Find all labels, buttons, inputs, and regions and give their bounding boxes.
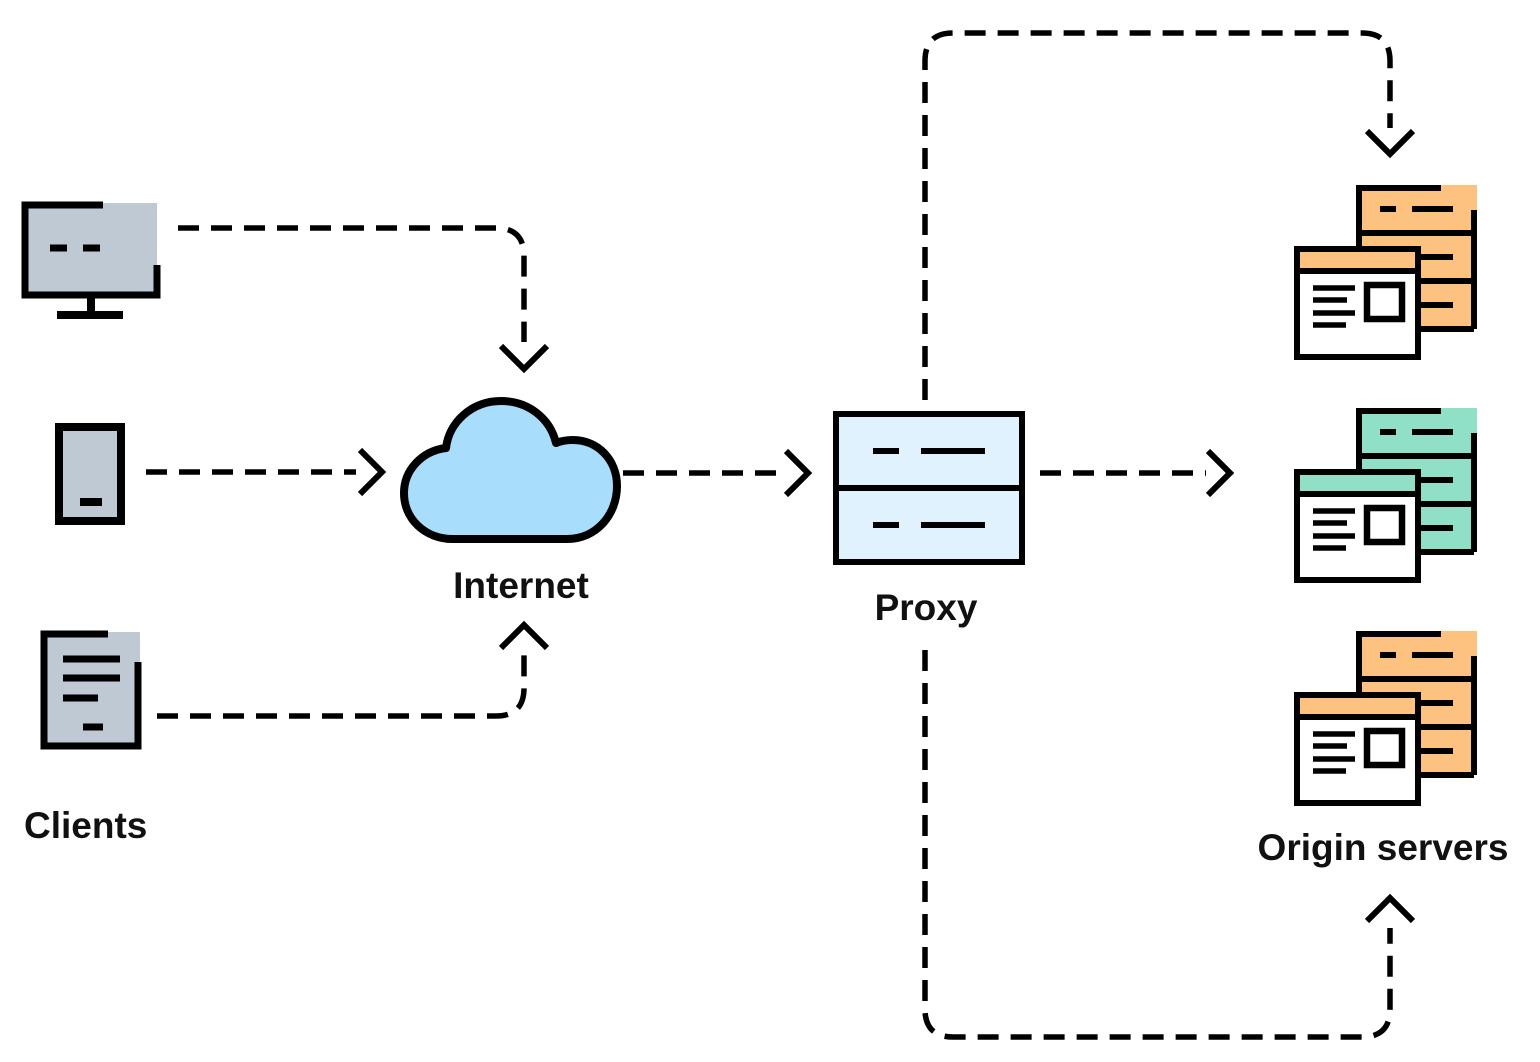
browser-title-bar	[1300, 698, 1415, 716]
tablet-icon	[55, 423, 125, 525]
arrow-internet-to-proxy	[623, 448, 813, 498]
origin-servers-icon-green-middle	[1294, 408, 1477, 583]
clients-label: Clients	[24, 805, 148, 846]
client-desktop	[20, 200, 162, 322]
origin-server-group-middle	[1293, 406, 1479, 584]
server-stack-dashes	[1380, 429, 1453, 531]
arrow-document-to-internet	[157, 620, 550, 719]
document-border	[40, 630, 142, 750]
server-stack-border	[1356, 408, 1477, 555]
browser-title-bar	[1300, 475, 1415, 493]
proxy-server-icon	[833, 411, 1025, 565]
browser-text-lines	[1313, 508, 1355, 551]
proxy-label: Proxy	[874, 587, 978, 628]
desktop-stand	[57, 295, 123, 319]
arrow-tablet-to-internet	[146, 447, 387, 497]
browser-image-box	[1363, 504, 1406, 546]
server-stack-border	[1356, 631, 1477, 778]
arrow-proxy-to-origin-bottom	[922, 650, 1416, 1040]
browser-title-bar	[1300, 252, 1415, 270]
document-icon	[40, 630, 142, 750]
browser-image-box	[1363, 281, 1406, 323]
client-document	[37, 627, 145, 751]
origin-servers-label: Origin servers	[1257, 827, 1509, 868]
cloud-icon	[400, 397, 621, 543]
origin-servers-icon-orange-bottom	[1294, 631, 1477, 806]
browser-image-box	[1363, 727, 1406, 769]
internet-label: Internet	[453, 565, 589, 606]
server-stack-border	[1356, 185, 1477, 332]
arrow-proxy-to-origin-top	[922, 30, 1416, 400]
client-tablet	[53, 421, 129, 529]
origin-servers-icon-orange-top	[1294, 185, 1477, 360]
browser-text-lines	[1313, 285, 1355, 328]
desktop-screen-border	[21, 201, 161, 299]
internet-node	[397, 388, 625, 552]
cloud-shape	[400, 397, 621, 543]
tablet-body	[55, 423, 125, 525]
browser-text-lines	[1313, 731, 1355, 774]
desktop-computer-icon	[21, 201, 161, 319]
proxy-server-unit-bottom	[833, 485, 1025, 565]
origin-server-group-top	[1293, 183, 1479, 361]
arrow-desktop-to-internet	[178, 225, 550, 374]
server-stack-dashes	[1380, 652, 1453, 754]
arrow-proxy-to-origin-middle	[1040, 448, 1235, 498]
document-text-lines	[63, 655, 120, 731]
origin-server-group-bottom	[1293, 629, 1479, 807]
server-stack-dashes	[1380, 206, 1453, 308]
proxy-node	[831, 409, 1027, 569]
